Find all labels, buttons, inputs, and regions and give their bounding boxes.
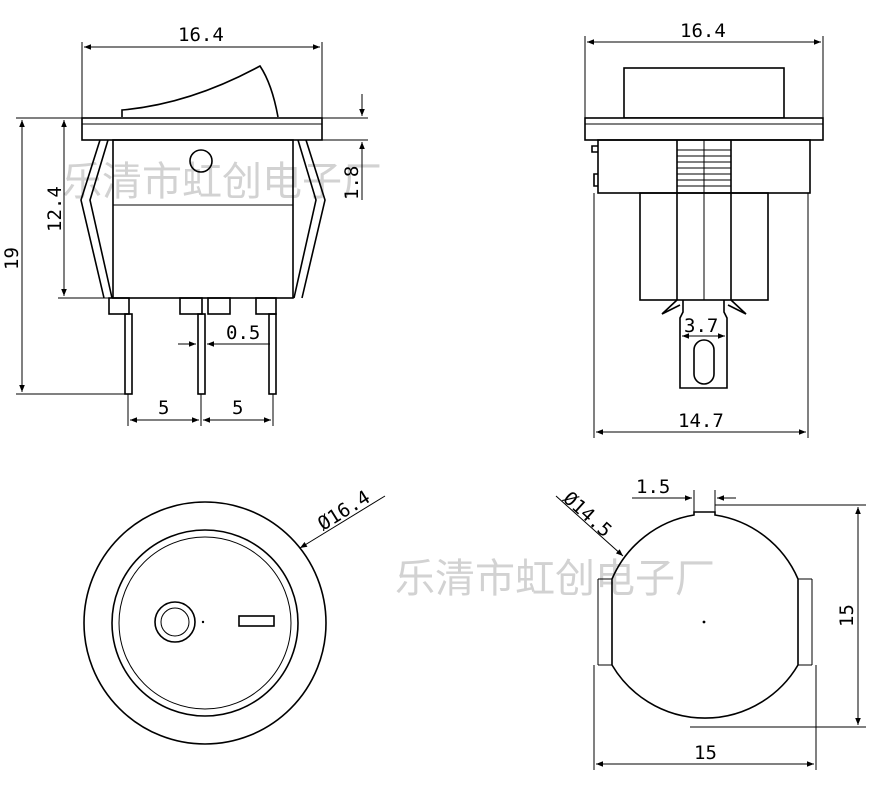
front-view (584, 67, 824, 389)
dim-cutout-diameter: Ø14.5 (559, 487, 616, 542)
watermark-text: 乐清市虹创电子厂 (62, 159, 382, 205)
dim-key-width: 1.5 (636, 476, 670, 498)
dim-pin-width: 0.5 (226, 322, 260, 344)
dim-side-width: 16.4 (178, 24, 224, 46)
dim-cutout-height: 15 (836, 604, 858, 627)
dim-top-diameter: Ø16.4 (314, 486, 374, 535)
front-view-dimensions: 16.4 3.7 14.7 (584, 20, 824, 438)
dim-total-height: 19 (1, 247, 23, 270)
on-marker (238, 615, 275, 627)
side-view-dimensions: 16.4 19 12.4 1.8 0.5 5 5 (1, 24, 368, 426)
dim-pitch-left: 5 (158, 397, 169, 419)
dim-body-height: 12.4 (44, 186, 66, 232)
watermark-text: 乐清市虹创电子厂 (395, 556, 715, 602)
dim-base-width: 14.7 (678, 410, 724, 432)
dim-flange-thickness: 1.8 (341, 166, 363, 200)
cutout-view-dimensions: Ø14.5 1.5 15 15 (555, 476, 866, 770)
top-view-dimensions: Ø16.4 (299, 486, 386, 549)
dim-front-width: 16.4 (680, 20, 726, 42)
cutout-view (597, 511, 813, 719)
dim-pitch-right: 5 (232, 397, 243, 419)
dim-terminal-width: 3.7 (684, 315, 718, 337)
side-view (80, 64, 326, 395)
dim-cutout-width: 15 (694, 742, 717, 764)
indicator-lamp (154, 601, 196, 643)
top-view (83, 501, 327, 745)
